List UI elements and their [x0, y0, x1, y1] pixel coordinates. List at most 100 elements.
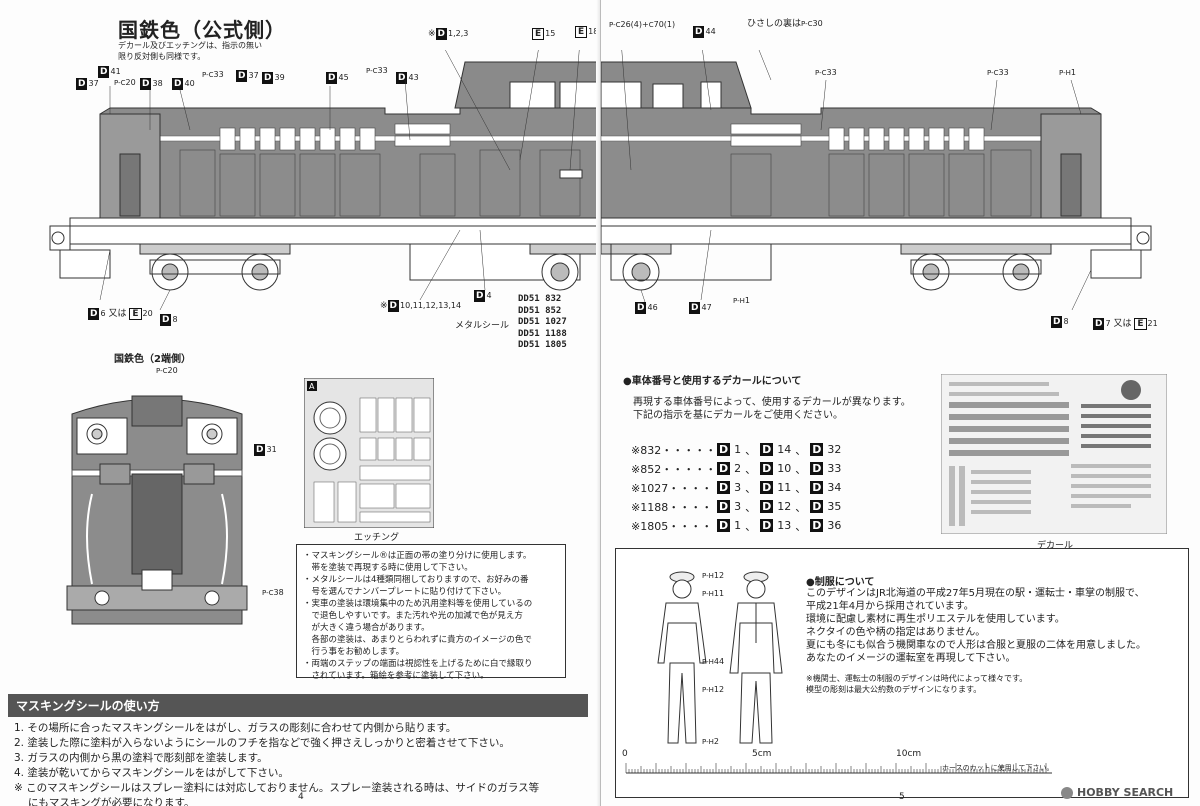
painting-notes-box: ・マスキングシール®は正面の帯の塗り分けに使用します。 帯を塗装で再現する時に使… [296, 544, 566, 681]
uniform-line: このデザインはJR北海道の平成27年5月現在の駅・運転士・車掌の制服で、 [806, 588, 1145, 599]
page-title-official-side: 国鉄色（公式側） [118, 18, 286, 42]
watermark-icon [1061, 787, 1073, 799]
etching-corner-letter: A [309, 382, 315, 391]
uniform-line: 夏にも冬にも似合う機関車なので人形は合服と夏服の二体を用意しました。 [806, 640, 1146, 651]
decal-sheet-drawing [941, 374, 1167, 534]
label-pc26-pc70: P-C26(4)+C70(1) [609, 20, 676, 29]
uniform-line: 環境に配慮し素材に再生ポリエステルを使用しています。 [806, 614, 1065, 625]
uniform-footnote-1: ※機関士、運転士の制服のデザインは時代によって様々です。 [806, 674, 1028, 683]
number-plate-list: DD51 832 DD51 852 DD51 1027 DD51 1188 DD… [518, 294, 567, 352]
masking-step: 2. 塗装した際に塗料が入らないようにシールのフチを指などで強く押さえしっかりと… [14, 737, 510, 749]
uniform-box: P-H12 P-H11 P-H44 P-H12 P-H2 ●制服について このデ… [615, 548, 1189, 798]
watermark-logo: HOBBY SEARCH [1061, 786, 1173, 799]
uniform-pc12-a: P-H12 [702, 571, 725, 580]
uniform-heading: ●制服について [806, 577, 875, 588]
uniform-figures-drawing [657, 571, 783, 744]
etching-sheet-drawing: A [304, 378, 434, 528]
note-line: ・両端のステップの端面は視認性を上げるために白で縁取り [303, 659, 533, 669]
masking-step: 4. 塗装が乾いてからマスキングシールをはがして下さい。 [14, 767, 289, 779]
note-line: されています。箱絵を参考に塗装して下さい。 [303, 671, 489, 681]
uniform-line: ネクタイの色や柄の指定はありません。 [806, 627, 986, 638]
watermark-text: HOBBY SEARCH [1077, 786, 1174, 799]
uniform-pc11: P-H11 [702, 589, 725, 598]
note-line: で退色しやすいです。また汚れや光の加減で色が見え方 [303, 611, 523, 621]
masking-step: 3. ガラスの内側から黒の塗料で彫刻部を塗装します。 [14, 752, 268, 764]
label-pc33-a: P-C33 [202, 70, 224, 79]
page-number-right: 5 [899, 792, 905, 802]
masking-step: 1. その場所に合ったマスキングシールをはがし、ガラスの彫刻に合わせて内側から貼… [14, 722, 457, 734]
locomotive-end-view [66, 395, 248, 625]
number-plate-1805: DD51 1805 [518, 340, 567, 350]
decal-intro-line-2: 下記の指示を基にデカールをご使用ください。 [633, 410, 843, 421]
label-pc33-r1: P-C33 [815, 68, 837, 77]
scale-5cm: 5cm [752, 749, 772, 759]
masking-steps-list: 1. その場所に合ったマスキングシールをはがし、ガラスの彫刻に合わせて内側から貼… [8, 717, 588, 806]
label-pc33-r2: P-C33 [987, 68, 1009, 77]
subtitle-line-2: 限り反対側も同様です。 [118, 52, 206, 61]
masking-step: にもマスキングが必要になります。 [14, 797, 195, 806]
note-line: ・実車の塗装は環境集中のため汎用塗料等を使用しているの [303, 599, 533, 609]
label-pc1-top: P-H1 [1059, 68, 1076, 77]
metal-seal-label: メタルシール [455, 321, 510, 331]
decal-caption: デカール [1037, 541, 1074, 551]
label-pc33-b: P-C33 [366, 66, 388, 75]
number-plate-1188: DD51 1188 [518, 328, 567, 339]
painting-notes-list: ・マスキングシール®は正面の帯の塗り分けに使用します。 帯を塗装で再現する時に使… [303, 550, 559, 682]
left-page: 国鉄色（公式側） デカール及びエッチングは、指示の無い 限り反対側も同様です。 … [8, 18, 600, 806]
eave-note: ひさしの裏はP-C30 [747, 19, 823, 29]
masking-instructions: マスキングシールの使い方 1. その場所に合ったマスキングシールをはがし、ガラス… [8, 694, 588, 806]
note-line: が大きく違う場合があります。 [303, 623, 430, 633]
uniform-footnote: ※機関士、運転士の制服のデザインは時代によって様々です。 模型の彫刻は最大公約数… [806, 673, 1027, 695]
uniform-pc12-b: P-H12 [702, 685, 725, 694]
note-line: ・マスキングシール®は正面の帯の塗り分けに使用します。 [303, 551, 532, 561]
number-plate-852: DD51 852 [518, 305, 562, 316]
note-line: 帯を塗装で再現する時に使用して下さい。 [303, 563, 473, 573]
number-plate-832: DD51 832 [518, 294, 562, 304]
masking-step: ※ このマスキングシールはスプレー塗料には対応しておりません。スプレー塗装される… [14, 782, 540, 794]
end-label-pc38: P-C38 [262, 588, 284, 597]
end-view-title: 国鉄色（2端側） [114, 354, 191, 365]
label-pc1-bottom: P-H1 [733, 296, 750, 305]
decal-section-heading: ●車体番号と使用するデカールについて [623, 376, 802, 387]
note-line: 行う事をお勧めします。 [303, 647, 405, 657]
end-label-pc20: P-C20 [156, 366, 178, 375]
number-plate-1027: DD51 1027 [518, 317, 567, 327]
etching-caption: エッチング [354, 533, 400, 543]
masking-instructions-title: マスキングシールの使い方 [8, 694, 588, 717]
uniform-footnote-2: 模型の彫刻は最大公約数のデザインになります。 [806, 685, 982, 694]
uniform-pc44: P-H44 [702, 657, 725, 666]
note-line: 号を選んでナンバープレートに貼り付けて下さい。 [303, 587, 507, 597]
scale-zero: 0 [622, 749, 628, 759]
label-pc20: P-C20 [114, 78, 136, 87]
locomotive-side-drawing-right [601, 50, 1152, 310]
uniform-line: あなたのイメージの運転室を再現して下さい。 [806, 653, 1016, 664]
uniform-pc2: P-H2 [702, 737, 719, 746]
scale-hose-note: ホースのカットに使用して下さい。 [942, 764, 1054, 772]
uniform-description: このデザインはJR北海道の平成27年5月現在の駅・運転士・車掌の制服で、 平成2… [806, 587, 1186, 665]
